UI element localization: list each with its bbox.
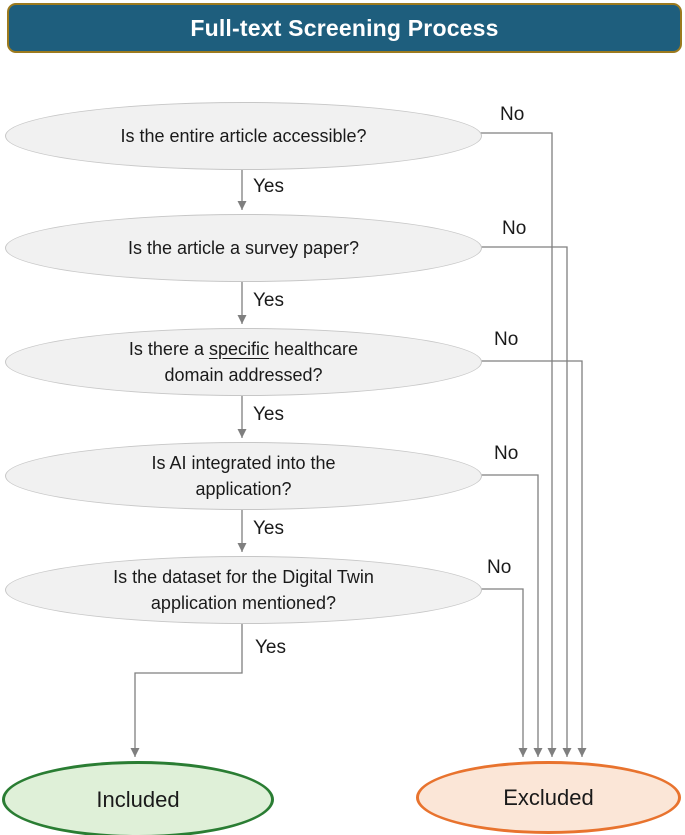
node-excluded: Excluded xyxy=(416,761,681,834)
question-text-underlined: specific xyxy=(208,339,269,359)
page-title: Full-text Screening Process xyxy=(190,14,499,41)
edge-label-no-1: No xyxy=(500,104,525,125)
connector-no-q5-excluded xyxy=(480,588,528,757)
node-question-healthcare-domain: Is there a specific healthcare domain ad… xyxy=(5,328,482,396)
edge-label-no-5: No xyxy=(487,557,512,578)
node-question-ai-integrated: Is AI integrated into the application? xyxy=(5,442,482,510)
excluded-label: Excluded xyxy=(503,784,594,810)
question-text: Is the entire article accessible? xyxy=(120,126,367,146)
question-text-line2: application mentioned? xyxy=(150,593,337,613)
node-question-survey: Is the article a survey paper? xyxy=(5,214,482,282)
title-bar: Full-text Screening Process xyxy=(7,3,682,53)
question-text-segment: Is there a xyxy=(128,339,209,359)
node-question-dataset-mentioned: Is the dataset for the Digital Twin appl… xyxy=(5,556,482,624)
edge-label-yes-1: Yes xyxy=(253,176,284,197)
edge-label-yes-5: Yes xyxy=(255,637,286,658)
connector-no-q3-excluded xyxy=(480,360,587,757)
connector-yes-q5-included xyxy=(130,622,243,757)
question-text-segment: healthcare xyxy=(269,339,359,359)
question-text: Is the article a survey paper? xyxy=(127,238,360,258)
question-text-line1: Is there a specific healthcare xyxy=(129,336,358,362)
edge-label-no-2: No xyxy=(502,218,527,239)
edge-label-no-4: No xyxy=(494,443,519,464)
connector-no-q1-excluded xyxy=(480,132,557,757)
connector-no-q4-excluded xyxy=(480,474,543,757)
connector-no-q2-excluded xyxy=(480,246,572,757)
included-label: Included xyxy=(96,786,180,812)
edge-label-yes-4: Yes xyxy=(253,518,284,539)
node-question-accessible: Is the entire article accessible? xyxy=(5,102,482,170)
question-text-line1: Is AI integrated into the xyxy=(151,453,336,473)
question-text-line1: Is the dataset for the Digital Twin xyxy=(113,567,374,587)
node-included: Included xyxy=(2,761,274,835)
question-text-line2: domain addressed? xyxy=(164,365,323,385)
question-text-line2: application? xyxy=(195,479,292,499)
edge-label-no-3: No xyxy=(494,329,519,350)
edge-label-yes-2: Yes xyxy=(253,290,284,311)
edge-label-yes-3: Yes xyxy=(253,404,284,425)
